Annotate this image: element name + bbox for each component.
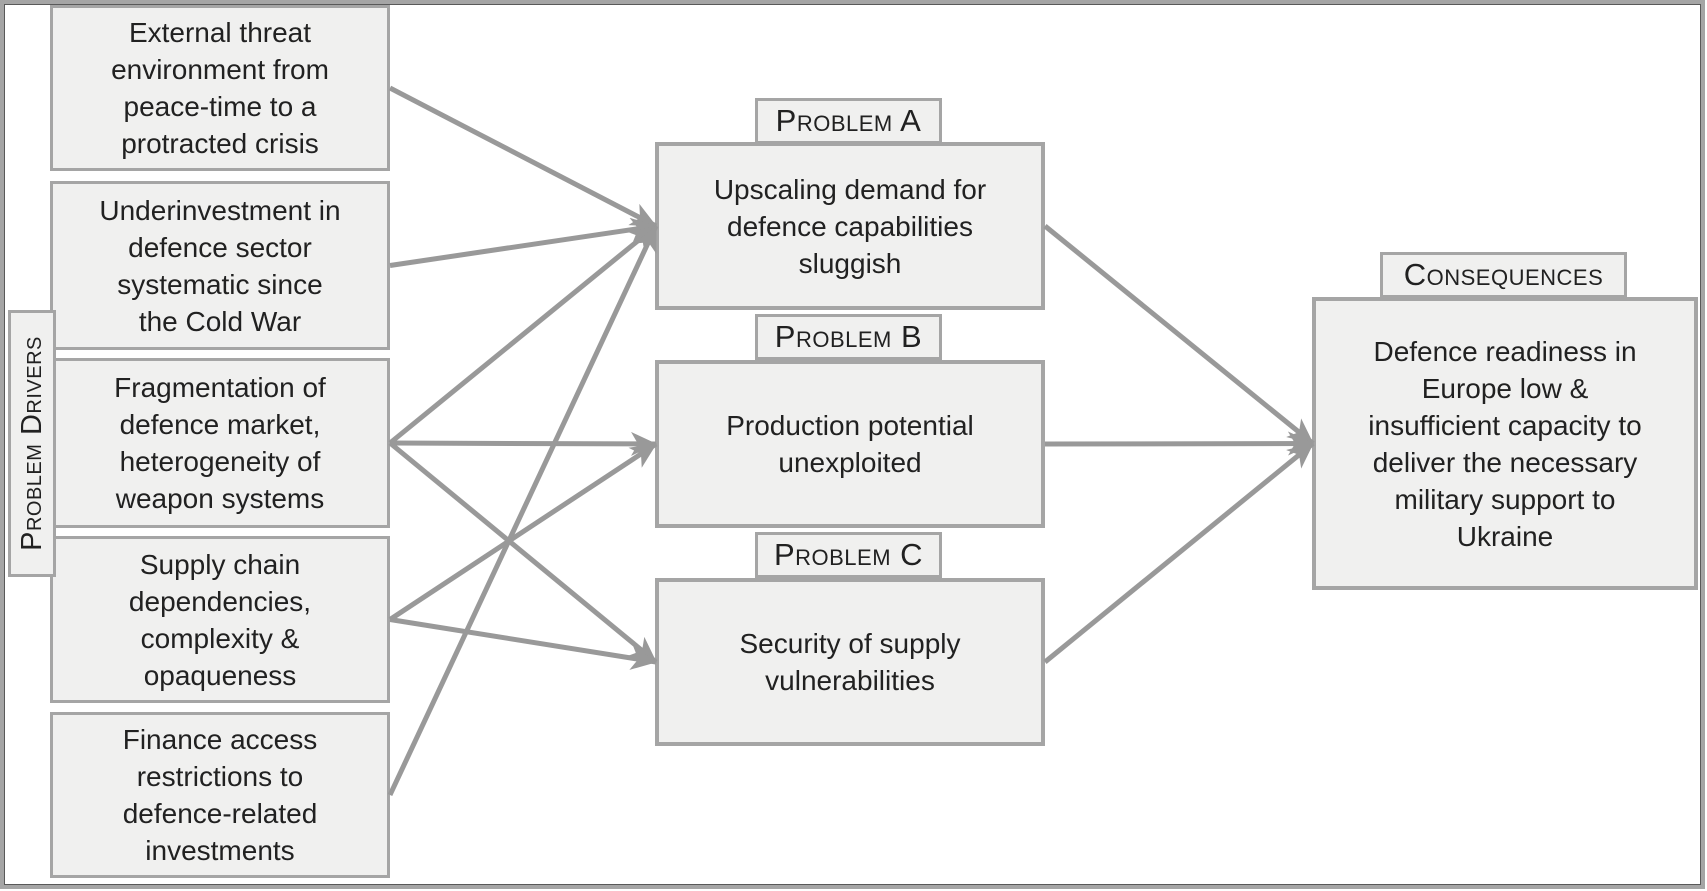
driver-box-text: Underinvestment in defence sector system… [99, 194, 341, 337]
problem-b-tag-text: Problem B [774, 319, 923, 354]
problem-a-text: Upscaling demand for defence capabilitie… [713, 173, 987, 279]
problem-drivers-label-text: Problem Drivers [15, 336, 48, 551]
arrow-d4-to-pc [389, 617, 657, 670]
problem-c-box: Security of supply vulnerabilities [655, 578, 1045, 746]
problem-a-tag: Problem A [755, 98, 942, 144]
consequences-text: Defence readiness in Europe low & insuff… [1368, 335, 1642, 552]
driver-box-text: Finance access restrictions to defence-r… [122, 724, 318, 866]
arrow-d4-to-pb [388, 441, 658, 622]
driver-box-external-threat: External threat environment from peace-t… [50, 5, 390, 171]
arrow-d3-to-pc [388, 441, 658, 664]
arrow-pc-to-cons [1043, 441, 1315, 664]
arrow-pb-to-cons [1044, 431, 1314, 456]
driver-box-finance-access: Finance access restrictions to defence-r… [50, 712, 390, 878]
consequences-box: Defence readiness in Europe low & insuff… [1312, 297, 1698, 590]
driver-box-underinvestment: Underinvestment in defence sector system… [50, 181, 390, 350]
arrow-d3-to-pa [388, 224, 658, 445]
driver-box-fragmentation: Fragmentation of defence market, heterog… [50, 358, 390, 528]
problem-a-box: Upscaling demand for defence capabilitie… [655, 142, 1045, 310]
problem-a-tag-text: Problem A [775, 103, 922, 138]
driver-box-text: External threat environment from peace-t… [111, 17, 329, 159]
arrow-d5-to-pa [387, 224, 659, 797]
problem-c-tag-text: Problem C [773, 537, 924, 572]
driver-box-text: Fragmentation of defence market, heterog… [114, 372, 326, 514]
arrow-d3-to-pb [389, 431, 657, 456]
problem-c-text: Security of supply vulnerabilities [739, 628, 961, 696]
arrow-pa-to-cons [1043, 224, 1315, 446]
driver-box-text: Supply chain dependencies, complexity & … [128, 548, 312, 691]
problem-b-text: Production potential unexploited [726, 410, 974, 478]
arrow-d2-to-pa [389, 217, 657, 268]
problem-b-tag: Problem B [755, 314, 942, 360]
problem-drivers-label: Problem Drivers [8, 310, 56, 577]
arrow-d1-to-pa [388, 85, 658, 229]
problem-c-tag: Problem C [755, 532, 942, 578]
consequences-tag-text: Consequences [1403, 257, 1604, 292]
problem-b-box: Production potential unexploited [655, 360, 1045, 528]
consequences-tag: Consequences [1380, 252, 1627, 298]
driver-box-supply-chain: Supply chain dependencies, complexity & … [50, 536, 390, 703]
